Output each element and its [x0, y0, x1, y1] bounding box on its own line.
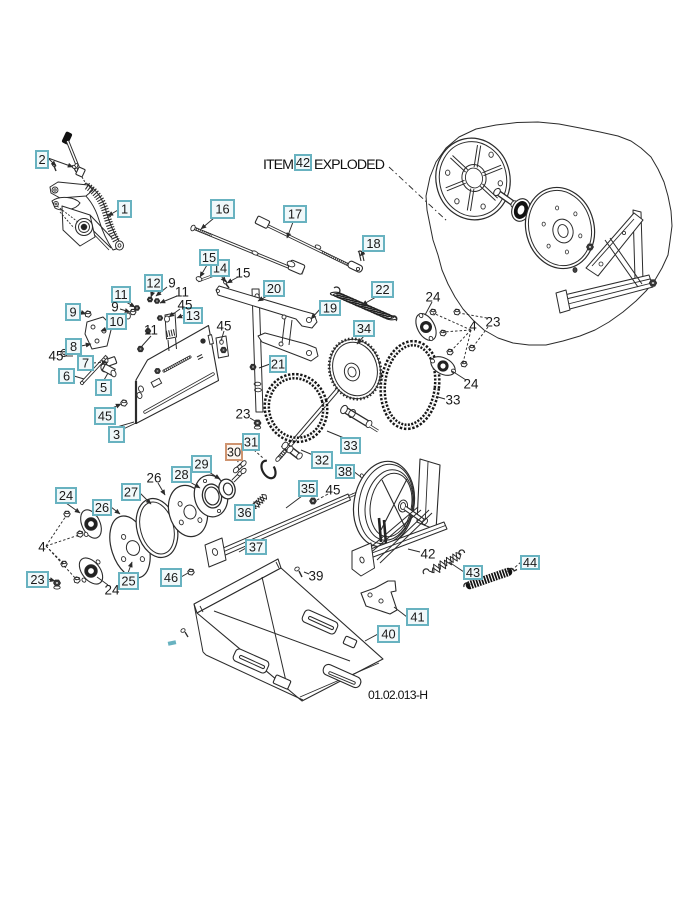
svg-text:24: 24 [105, 583, 120, 598]
svg-text:25: 25 [121, 573, 135, 588]
svg-text:7: 7 [82, 355, 89, 370]
svg-text:11: 11 [175, 285, 189, 300]
svg-text:5: 5 [100, 380, 107, 395]
svg-text:45: 45 [49, 349, 64, 364]
svg-text:42: 42 [296, 155, 310, 170]
svg-text:36: 36 [237, 505, 251, 520]
svg-text:12: 12 [146, 275, 160, 290]
svg-text:19: 19 [323, 300, 337, 315]
svg-text:28: 28 [174, 467, 188, 482]
svg-text:8: 8 [70, 339, 77, 354]
svg-text:4: 4 [469, 319, 477, 334]
svg-text:26: 26 [95, 500, 109, 515]
svg-text:24: 24 [464, 377, 479, 392]
svg-text:21: 21 [271, 356, 285, 371]
svg-text:30: 30 [227, 444, 241, 459]
svg-text:18: 18 [366, 236, 380, 251]
svg-text:9: 9 [69, 304, 76, 319]
svg-text:34: 34 [357, 321, 371, 336]
svg-text:10: 10 [109, 314, 123, 329]
svg-text:01.02.013-H: 01.02.013-H [368, 688, 428, 702]
svg-text:2: 2 [38, 152, 45, 167]
svg-text:35: 35 [301, 481, 315, 496]
svg-text:6: 6 [63, 368, 70, 383]
svg-text:26: 26 [147, 471, 162, 486]
svg-text:9: 9 [111, 300, 118, 315]
svg-text:45: 45 [217, 319, 232, 334]
svg-text:23: 23 [30, 572, 44, 587]
svg-text:41: 41 [410, 609, 424, 624]
svg-text:17: 17 [288, 206, 302, 221]
svg-text:22: 22 [375, 282, 389, 297]
svg-text:27: 27 [124, 484, 138, 499]
svg-text:9: 9 [168, 276, 175, 291]
svg-text:45: 45 [178, 298, 193, 313]
svg-text:24: 24 [59, 488, 73, 503]
svg-text:3: 3 [113, 427, 120, 442]
svg-text:ITEM: ITEM [263, 157, 294, 173]
svg-text:16: 16 [215, 201, 229, 216]
svg-text:23: 23 [486, 315, 501, 330]
svg-text:15: 15 [202, 250, 216, 265]
svg-text:45: 45 [326, 483, 341, 498]
svg-text:4: 4 [38, 540, 46, 555]
svg-text:45: 45 [98, 408, 112, 423]
svg-text:37: 37 [249, 539, 263, 554]
svg-text:11: 11 [114, 287, 127, 302]
svg-text:1: 1 [121, 201, 128, 216]
svg-text:38: 38 [338, 464, 352, 479]
svg-text:43: 43 [466, 565, 480, 580]
svg-text:40: 40 [381, 626, 395, 641]
svg-text:EXPLODED: EXPLODED [314, 157, 385, 173]
svg-text:39: 39 [309, 569, 324, 584]
svg-text:11: 11 [144, 323, 158, 338]
svg-text:42: 42 [421, 547, 436, 562]
svg-text:20: 20 [267, 281, 281, 296]
svg-text:31: 31 [244, 434, 258, 449]
svg-text:46: 46 [164, 570, 178, 585]
svg-text:23: 23 [236, 407, 251, 422]
svg-text:44: 44 [523, 555, 537, 570]
svg-text:32: 32 [315, 452, 329, 467]
svg-text:33: 33 [343, 438, 357, 453]
svg-text:24: 24 [426, 290, 441, 305]
svg-text:33: 33 [446, 393, 461, 408]
svg-text:13: 13 [186, 308, 200, 323]
svg-text:15: 15 [236, 266, 251, 281]
svg-text:29: 29 [194, 456, 208, 471]
